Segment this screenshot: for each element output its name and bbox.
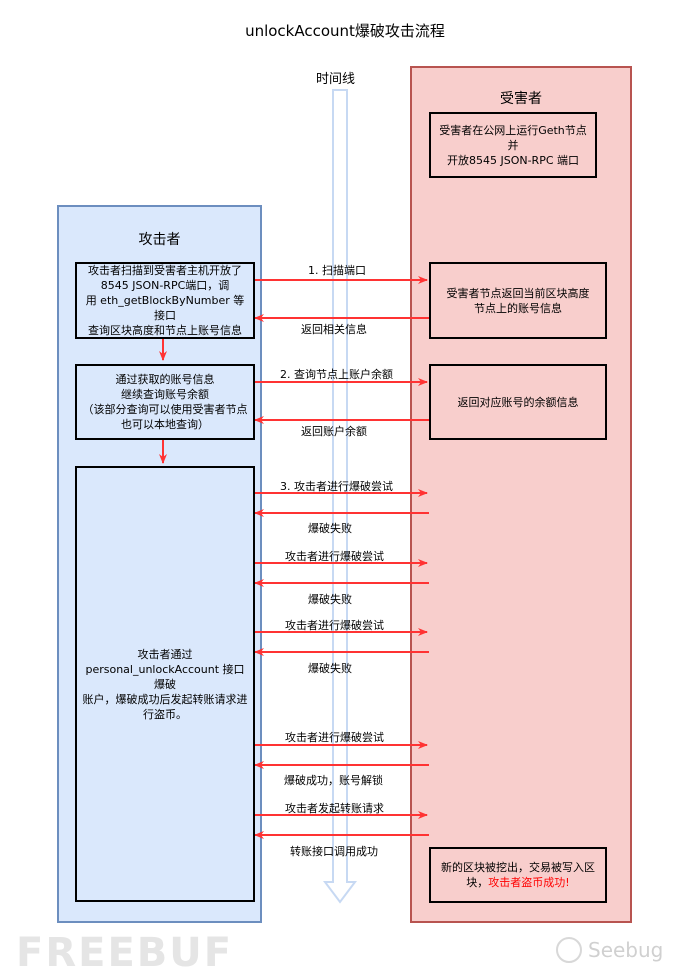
victim-box-node-info-line: 节点上的账号信息 <box>474 301 562 315</box>
victim-box-geth-node: 受害者在公网上运行Geth节点并 开放8545 JSON-RPC 端口 <box>429 112 597 178</box>
attacker-box-balance-line: 继续查询账号余额 <box>121 388 209 401</box>
attacker-box-scan-line: 查询区块高度和节点上账号信息 <box>88 324 242 337</box>
message-label: 返回账户余额 <box>301 425 367 438</box>
attacker-box-scan-line: 攻击者扫描到受害者主机开放了 <box>88 264 242 277</box>
attacker-lane-title: 攻击者 <box>138 232 181 248</box>
message-label: 3. 攻击者进行爆破尝试 <box>280 480 393 493</box>
message-label: 攻击者进行爆破尝试 <box>285 550 384 563</box>
attacker-box-scan-line: 用 eth_getBlockByNumber 等接口 <box>85 294 245 322</box>
attacker-box-bruteforce-line: 账户，爆破成功后发起转账请求进 <box>82 692 248 706</box>
message-label: 返回相关信息 <box>301 323 367 336</box>
attacker-box-scan: 攻击者扫描到受害者主机开放了 8545 JSON-RPC端口，调 用 eth_g… <box>75 262 255 339</box>
message-label: 1. 扫描端口 <box>308 264 366 277</box>
victim-box-success: 新的区块被挖出，交易被写入区 块，攻击者盗币成功! <box>429 847 607 903</box>
seebug-watermark: Seebug <box>588 938 664 962</box>
victim-box-geth-line: 受害者在公网上运行Geth节点并 <box>439 123 587 152</box>
success-plain-text: 块， <box>466 876 489 889</box>
attacker-box-balance-line: 也可以本地查询） <box>121 418 209 431</box>
freebuf-watermark: FREEBUF <box>16 930 234 976</box>
victim-lane-title: 受害者 <box>500 91 542 107</box>
victim-lane: 受害者 <box>410 66 632 923</box>
message-label: 转账接口调用成功 <box>290 845 378 858</box>
attacker-box-scan-line: 8545 JSON-RPC端口，调 <box>100 279 230 292</box>
attacker-box-bruteforce-line: 行盗币。 <box>143 707 187 721</box>
timeline-label: 时间线 <box>316 72 356 87</box>
attacker-box-bruteforce-line: 攻击者通过 <box>137 647 193 661</box>
victim-box-node-info: 受害者节点返回当前区块高度 节点上的账号信息 <box>429 262 607 339</box>
attacker-box-bruteforce-line: personal_unlockAccount 接口爆破 <box>85 662 245 691</box>
attacker-box-balance-line: 通过获取的账号信息 <box>115 373 215 386</box>
victim-box-success-line: 块，攻击者盗币成功! <box>441 875 595 890</box>
message-label: 攻击者发起转账请求 <box>285 802 384 815</box>
message-label: 爆破成功，账号解锁 <box>284 774 383 787</box>
message-label: 2. 查询节点上账户余额 <box>280 368 393 381</box>
victim-box-node-info-line: 受害者节点返回当前区块高度 <box>446 286 590 300</box>
victim-box-geth-line: 开放8545 JSON-RPC 端口 <box>446 153 580 167</box>
victim-box-success-line: 新的区块被挖出，交易被写入区 <box>441 861 595 874</box>
message-label: 爆破失败 <box>308 662 352 675</box>
attacker-box-balance-line: （该部分查询可以使用受害者节点 <box>82 403 248 416</box>
seebug-logo-icon <box>556 937 582 963</box>
timeline-arrow <box>323 89 357 904</box>
attacker-box-balance: 通过获取的账号信息 继续查询账号余额 （该部分查询可以使用受害者节点 也可以本地… <box>75 364 255 440</box>
victim-box-balance: 返回对应账号的余额信息 <box>429 364 607 440</box>
attacker-box-bruteforce: 攻击者通过 personal_unlockAccount 接口爆破 账户，爆破成… <box>75 466 255 902</box>
success-highlight-text: 攻击者盗币成功! <box>488 876 570 889</box>
message-label: 爆破失败 <box>308 522 352 535</box>
diagram-title: unlockAccount爆破攻击流程 <box>245 22 445 40</box>
message-label: 爆破失败 <box>308 593 352 606</box>
message-label: 攻击者进行爆破尝试 <box>285 731 384 744</box>
message-label: 攻击者进行爆破尝试 <box>285 619 384 632</box>
victim-box-balance-line: 返回对应账号的余额信息 <box>457 395 579 409</box>
